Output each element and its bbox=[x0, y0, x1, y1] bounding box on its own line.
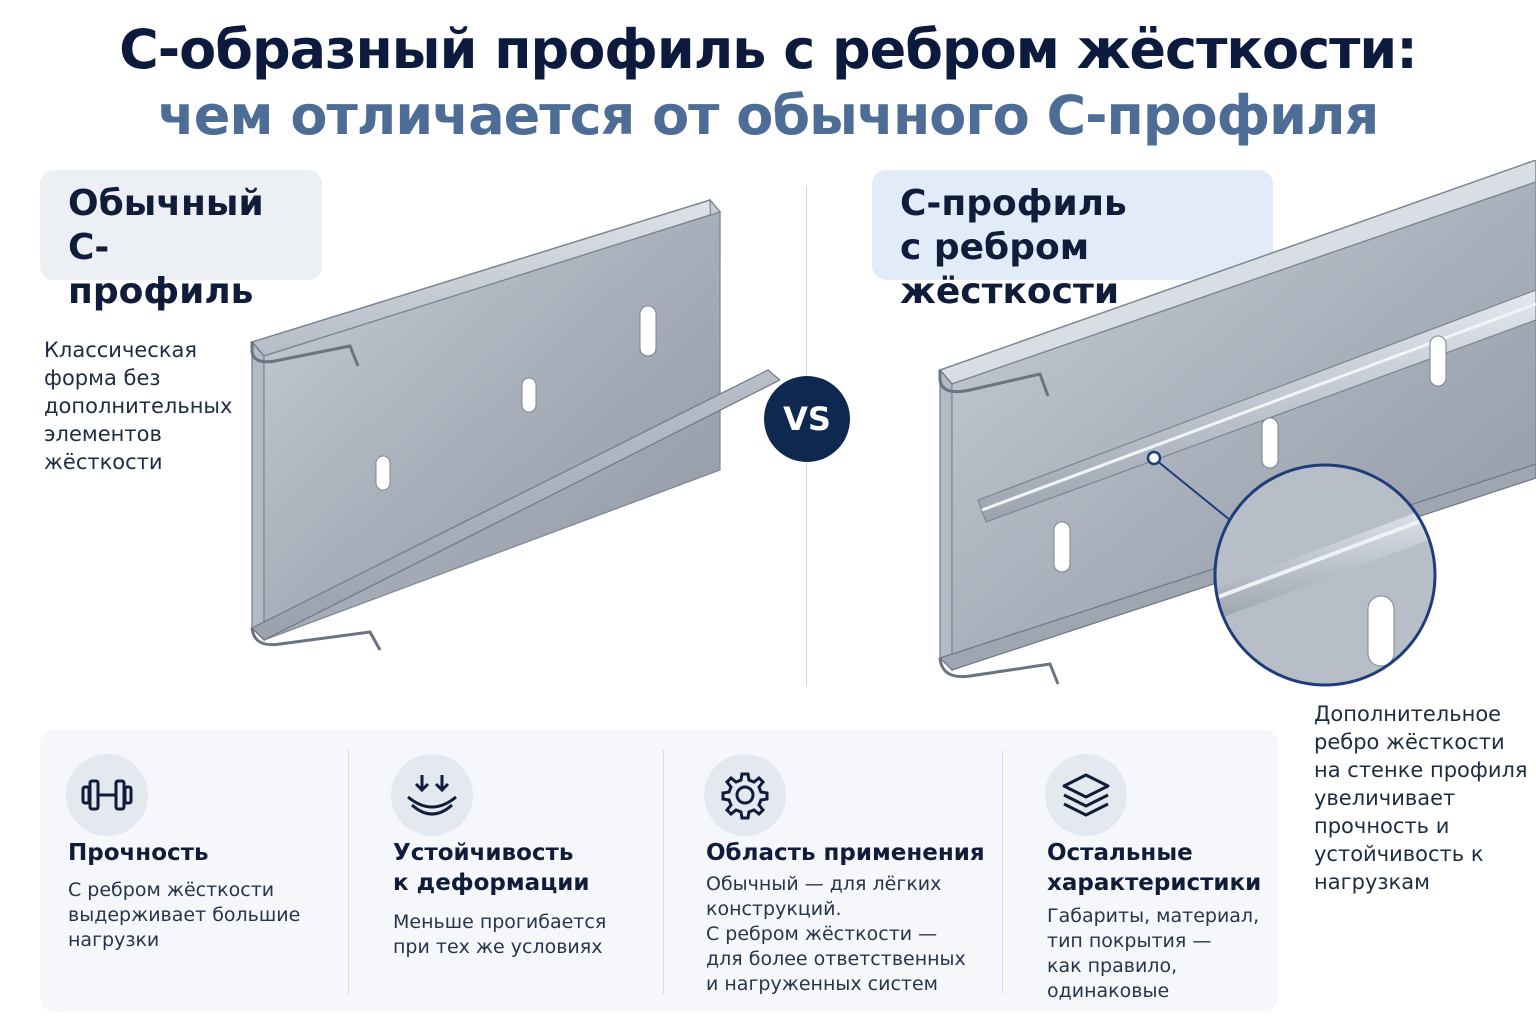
regular-profile-description: Классическая форма без дополнительных эл… bbox=[44, 338, 233, 474]
page-title: С-образный профиль с ребром жёсткости: bbox=[119, 18, 1418, 81]
feature-title: Область применения bbox=[706, 840, 985, 866]
feature-application: Область применения Обычный — для лёгких … bbox=[664, 730, 1002, 1012]
feature-deformation: Устойчивость к деформации Меньше прогиба… bbox=[349, 730, 663, 1012]
gear-icon bbox=[704, 754, 786, 836]
feature-text: Меньше прогибается при тех же условиях bbox=[393, 911, 607, 958]
page-subtitle: чем отличается от обычного С-профиля bbox=[157, 84, 1380, 147]
ribbed-profile-description: Дополнительное ребро жёсткости на стенке… bbox=[1314, 702, 1528, 894]
layers-icon bbox=[1045, 754, 1127, 836]
feature-strength: Прочность С ребром жёсткости выдерживает… bbox=[40, 730, 348, 1012]
features-panel: Прочность С ребром жёсткости выдерживает… bbox=[40, 730, 1278, 1012]
ribbed-c-profile-image bbox=[938, 160, 1536, 687]
feature-divider bbox=[348, 750, 349, 994]
feature-title: Прочность bbox=[68, 840, 209, 866]
deflection-arrows-icon bbox=[391, 754, 473, 836]
feature-divider bbox=[1002, 750, 1003, 994]
feature-text: С ребром жёсткости выдерживает большие н… bbox=[68, 879, 301, 951]
regular-c-profile-image bbox=[250, 198, 780, 651]
vs-badge: VS bbox=[764, 376, 850, 462]
feature-text: Габариты, материал, тип покрытия — как п… bbox=[1047, 905, 1260, 1002]
regular-profile-label: Обычный С-профиль bbox=[40, 170, 322, 312]
ribbed-profile-label: С-профиль с ребром жёсткости bbox=[872, 170, 1273, 312]
feature-text: Обычный — для лёгких конструкций. С ребр… bbox=[706, 873, 966, 995]
dumbbell-icon bbox=[66, 754, 148, 836]
feature-title: Остальные характеристики bbox=[1047, 840, 1262, 896]
feature-other-specs: Остальные характеристики Габариты, матер… bbox=[1003, 730, 1278, 1012]
feature-title: Устойчивость к деформации bbox=[393, 840, 590, 896]
feature-divider bbox=[663, 750, 664, 994]
